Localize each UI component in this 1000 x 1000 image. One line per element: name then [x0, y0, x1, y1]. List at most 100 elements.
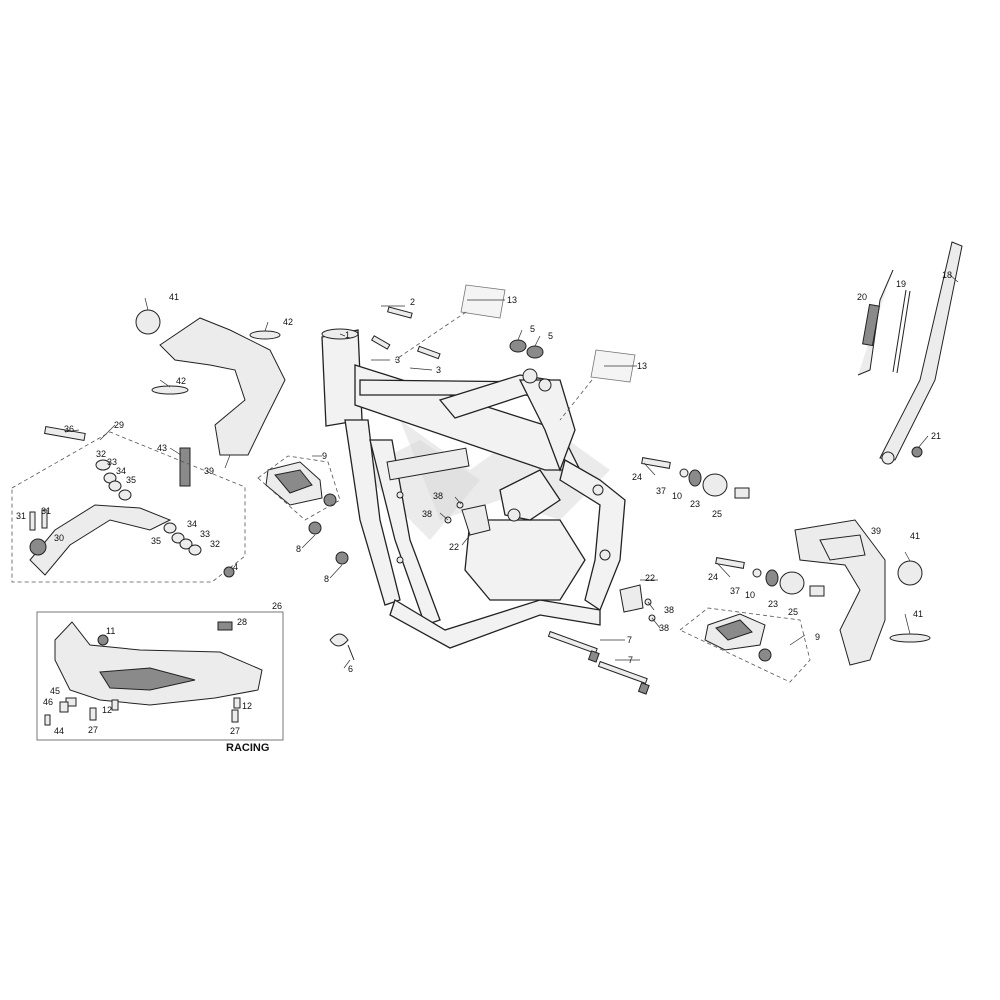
spring-43	[179, 447, 191, 487]
washer-33b	[179, 538, 193, 550]
linkage-lower	[715, 557, 825, 597]
callout-3a: 3	[395, 355, 400, 365]
callout-5a: 5	[530, 324, 535, 334]
washer-32b	[188, 544, 202, 556]
clamp-41-right-b	[889, 633, 931, 643]
callout-27b: 27	[230, 726, 240, 736]
callout-12a: 12	[102, 705, 112, 715]
callout-31a: 31	[16, 511, 26, 521]
pin-2	[387, 306, 413, 319]
callout-10b: 10	[745, 590, 755, 600]
clamp-41-left	[135, 309, 161, 335]
callout-39a: 39	[204, 466, 214, 476]
nut-8a	[308, 521, 322, 535]
main-frame	[321, 328, 626, 649]
footpeg-9-left	[265, 461, 337, 507]
callout-5b: 5	[548, 331, 553, 341]
pin-31b	[41, 509, 48, 529]
screw-38a	[456, 501, 464, 509]
callouts: 1 2 3 3 4 5 5 6 7 7 8 8 9 9 10 10 11 12 …	[16, 270, 952, 754]
decal-13-left	[460, 284, 506, 319]
callout-38d: 38	[659, 623, 669, 633]
callout-36: 36	[64, 424, 74, 434]
callout-30: 30	[54, 533, 64, 543]
callout-23b: 23	[768, 599, 778, 609]
screw-12b	[233, 697, 241, 709]
callout-33b: 33	[200, 529, 210, 539]
clamp-42-side	[151, 385, 189, 395]
spring-20	[857, 269, 894, 376]
callout-28: 28	[237, 617, 247, 627]
sidestand-18	[879, 241, 963, 465]
racing-label: RACING	[226, 742, 269, 754]
clip-28	[217, 621, 233, 631]
callout-41a: 41	[169, 292, 179, 302]
callout-33a: 33	[107, 457, 117, 467]
callout-46: 46	[43, 697, 53, 707]
callout-43: 43	[157, 443, 167, 453]
washer-32a	[95, 459, 111, 471]
callout-10a: 10	[672, 491, 682, 501]
callout-38a: 38	[433, 491, 443, 501]
washer-34b	[163, 522, 177, 534]
callout-1: 1	[345, 330, 350, 340]
callout-38b: 38	[422, 509, 432, 519]
callout-8a: 8	[296, 544, 301, 554]
callout-32b: 32	[210, 539, 220, 549]
spring-6	[329, 633, 355, 661]
callout-19: 19	[896, 279, 906, 289]
callout-34b: 34	[187, 519, 197, 529]
pin-3a	[371, 335, 391, 350]
callout-21: 21	[931, 431, 941, 441]
callout-42b: 42	[176, 376, 186, 386]
pin-3b	[416, 345, 441, 360]
callout-11: 11	[106, 626, 115, 636]
callout-7b: 7	[628, 655, 633, 665]
bushing-5a	[509, 339, 527, 353]
screw-12a	[111, 699, 119, 711]
callout-18: 18	[942, 270, 952, 280]
footpeg-9-right	[704, 613, 772, 662]
callout-8b: 8	[324, 574, 329, 584]
bracket-22a	[461, 504, 491, 536]
callout-9a: 9	[322, 451, 327, 461]
callout-4: 4	[233, 562, 238, 572]
callout-13a: 13	[507, 295, 517, 305]
shield-39-right	[794, 519, 886, 666]
callout-32a: 32	[96, 449, 106, 459]
callout-22b: 22	[645, 573, 655, 583]
clamp-41-right-a	[897, 560, 923, 586]
racing-box	[36, 611, 284, 741]
callout-35a: 35	[126, 475, 136, 485]
callout-9b: 9	[815, 632, 820, 642]
callout-7a: 7	[627, 635, 632, 645]
callout-42a: 42	[283, 317, 293, 327]
callout-37a: 37	[656, 486, 666, 496]
callout-24a: 24	[632, 472, 642, 482]
callout-25a: 25	[712, 509, 722, 519]
nut-8b	[335, 551, 349, 565]
callout-20: 20	[857, 292, 867, 302]
leader-lines	[64, 274, 959, 669]
bushing-5b	[526, 345, 544, 359]
bolt-7b	[597, 660, 650, 695]
callout-26: 26	[272, 601, 282, 611]
clamp-42-top	[249, 330, 281, 340]
callout-38c: 38	[664, 605, 674, 615]
linkage-upper	[641, 457, 750, 499]
bolt-36	[44, 425, 86, 441]
bolt-7a	[547, 630, 600, 663]
callout-25b: 25	[788, 607, 798, 617]
callout-29: 29	[114, 420, 124, 430]
pin-31a	[29, 511, 36, 531]
screw-27b	[231, 709, 239, 723]
callout-6: 6	[348, 664, 353, 674]
screw-27a	[89, 707, 97, 721]
bracket-46	[59, 701, 69, 713]
callout-27a: 27	[88, 725, 98, 735]
nut-4	[223, 566, 235, 578]
bolt-21	[911, 446, 923, 458]
callout-3b: 3	[436, 365, 441, 375]
nut-11	[97, 634, 109, 646]
